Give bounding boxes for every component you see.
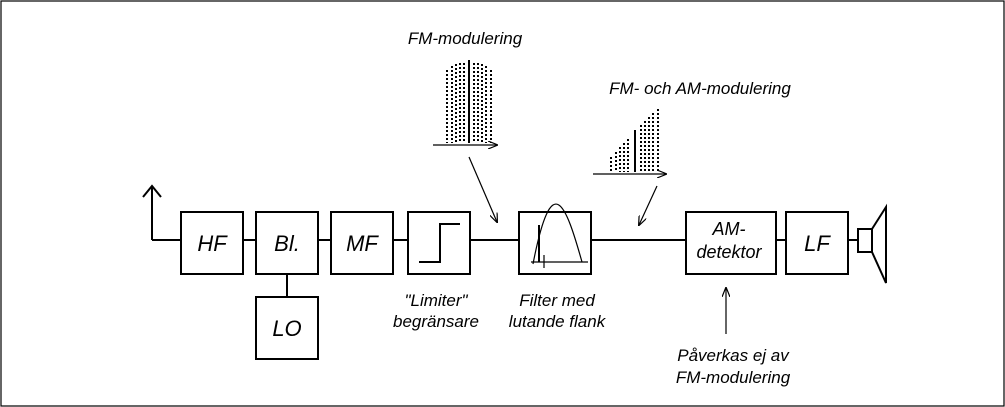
paverkas-caption-line1: Påverkas ej av: [677, 346, 790, 365]
lf-label: LF: [804, 231, 831, 256]
mixer-block: Bl.: [255, 211, 319, 275]
hf-block: HF: [180, 211, 244, 275]
filter-caption-line2: lutande flank: [509, 312, 607, 331]
limiter-step-icon: [419, 223, 460, 263]
paverkas-caption-line2: FM-modulering: [676, 368, 791, 387]
limiter-caption-line2: begränsare: [393, 312, 479, 331]
hf-label: HF: [197, 231, 228, 256]
filter-caption-line1: Filter med: [519, 291, 595, 310]
limiter-block: [407, 211, 471, 275]
fm-modulering-label: FM-modulering: [408, 29, 523, 48]
am-detector-label-line1: AM-: [712, 219, 746, 239]
speaker-icon: [857, 203, 887, 284]
limiter-caption-line1: "Limiter": [404, 291, 468, 310]
mixer-label: Bl.: [274, 231, 300, 256]
lf-block: LF: [785, 211, 849, 275]
fm-am-spectrum-icon: [593, 109, 666, 174]
lo-block: LO: [255, 296, 319, 360]
mf-block: MF: [330, 211, 394, 275]
am-detector-label-line2: detektor: [696, 242, 762, 262]
antenna-icon: [142, 184, 181, 241]
lo-label: LO: [272, 316, 301, 341]
am-detector-block: AM- detektor: [685, 211, 777, 275]
slope-filter-block: [518, 203, 592, 275]
fm-am-modulering-label: FM- och AM-modulering: [609, 79, 791, 98]
mf-label: MF: [346, 231, 379, 256]
fm-spectrum-icon: [433, 60, 497, 145]
